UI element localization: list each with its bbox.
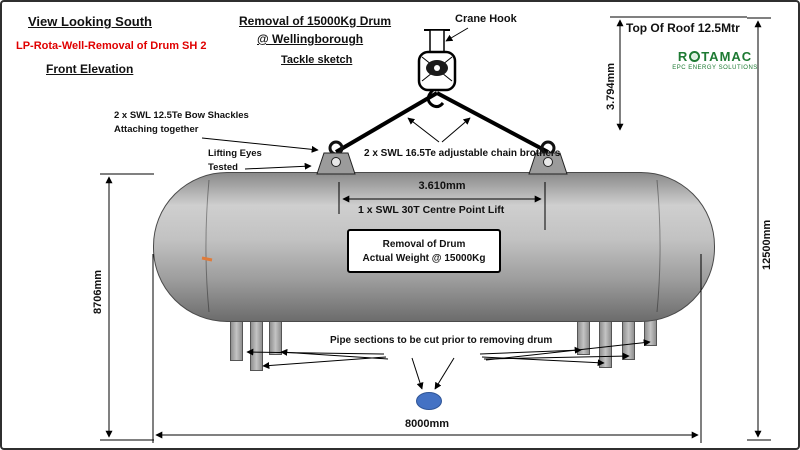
dim-eye-span-label: 3.610mm	[418, 180, 466, 192]
drum-weight-box: Removal of Drum Actual Weight @ 15000Kg	[347, 229, 501, 273]
ground-marker-ellipse	[416, 392, 442, 410]
drum-weight-line2: Actual Weight @ 15000Kg	[362, 252, 486, 264]
dim-overall-height-label: 12500mm	[761, 219, 773, 270]
drum-weight-line1: Removal of Drum	[382, 238, 466, 250]
elevation-title: Front Elevation	[46, 62, 134, 76]
bow-shackles-note-line2: Attaching together	[114, 124, 199, 135]
globe-icon	[689, 51, 701, 62]
pipe-note: Pipe sections to be cut prior to removin…	[330, 335, 553, 346]
rotamac-logo: R TAMAC EPC ENERGY SOLUTIONS	[670, 48, 760, 71]
roof-label: Top Of Roof 12.5Mtr	[626, 21, 740, 35]
lift-plan-reference: LP-Rota-Well-Removal of Drum SH 2	[16, 40, 207, 52]
sketch-title-line1: Removal of 15000Kg Drum	[239, 14, 392, 28]
sketch-title-line3: Tackle sketch	[281, 54, 353, 66]
crane-hook-label: Crane Hook	[455, 13, 517, 25]
dim-drum-height-label: 8706mm	[92, 269, 104, 314]
centre-lift-note: 1 x SWL 30T Centre Point Lift	[358, 204, 505, 216]
dim-drum-height	[100, 173, 154, 441]
view-title: View Looking South	[28, 14, 152, 29]
lifting-eyes-note-line1: Lifting Eyes	[208, 148, 262, 159]
chain-brothers-note: 2 x SWL 16.5Te adjustable chain brothers	[364, 148, 561, 159]
logo-subtitle: EPC ENERGY SOLUTIONS	[672, 65, 758, 71]
lifting-eyes-note-line2: Tested	[208, 162, 238, 173]
chain-slings	[334, 91, 549, 154]
bow-shackles-note-line1: 2 x SWL 12.5Te Bow Shackles	[114, 110, 249, 121]
dim-hook-drop-label: 3.794mm	[605, 62, 617, 110]
lifting-eye-left	[316, 140, 356, 175]
crane-hook	[417, 29, 457, 109]
dim-overall-width-label: 8000mm	[404, 418, 450, 430]
sketch-title-line2: @ Wellingborough	[257, 32, 364, 46]
logo-text-part2: TAMAC	[701, 49, 753, 64]
logo-text-part1: R	[677, 49, 689, 64]
